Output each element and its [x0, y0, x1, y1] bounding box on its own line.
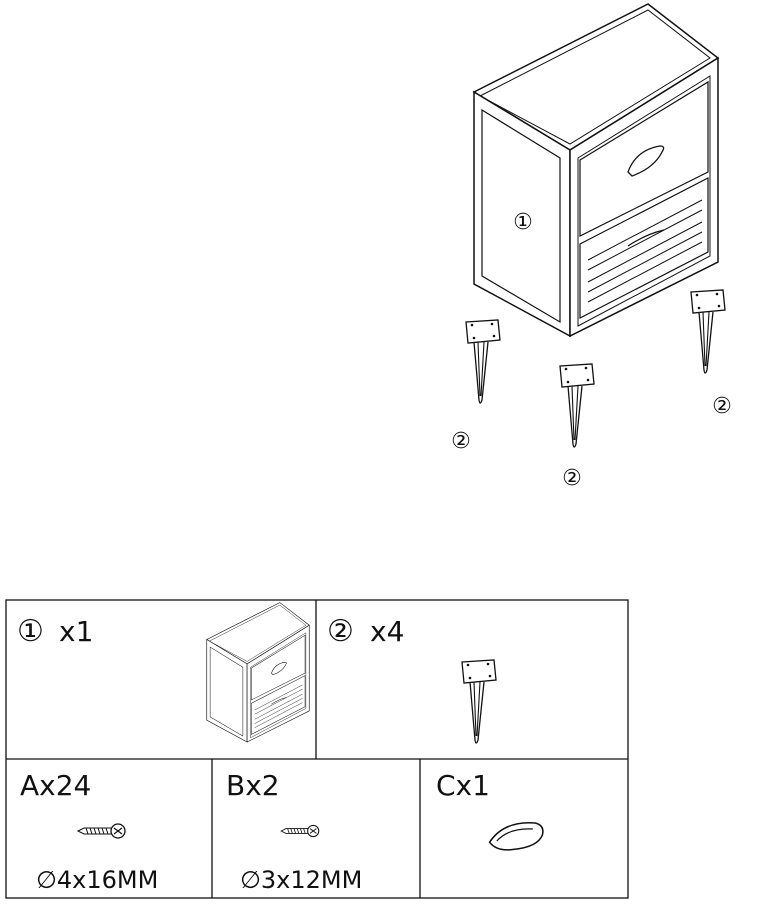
screw-b-icon: [280, 824, 320, 838]
part-number-leg: ②: [327, 614, 354, 649]
cabinet-drawing: [473, 3, 719, 337]
part-qty-cabinet: x1: [59, 615, 93, 648]
part-number-cabinet: ①: [17, 614, 44, 649]
parts-table: [5, 599, 629, 899]
leg-left-drawing: [465, 319, 501, 404]
callout-leg-left: ②: [451, 429, 471, 454]
leg-thumbnail: [461, 659, 497, 744]
cup-handle-icon: [488, 821, 544, 851]
part-qty-leg: x4: [370, 615, 404, 648]
part-label-handle-c: Cx1: [436, 769, 490, 802]
screw-a-icon: [77, 823, 126, 839]
part-cell-handle-c: Cx1: [436, 769, 544, 851]
part-cell-screw-a: Ax24 ∅4x16MM: [20, 769, 158, 894]
leg-middle-drawing: [559, 363, 595, 448]
part-cell-leg: ② x4: [327, 614, 497, 744]
callout-leg-right: ②: [712, 394, 732, 419]
part-size-screw-a: ∅4x16MM: [36, 866, 158, 894]
leg-right-drawing: [690, 289, 726, 374]
callout-cabinet: ①: [513, 210, 533, 235]
part-label-screw-a: Ax24: [20, 769, 91, 802]
part-cell-cabinet: ① x1: [17, 602, 310, 743]
part-size-screw-b: ∅3x12MM: [240, 866, 362, 894]
callout-leg-middle: ②: [562, 466, 582, 491]
part-cell-screw-b: Bx2 ∅3x12MM: [226, 769, 362, 894]
part-label-screw-b: Bx2: [226, 769, 280, 802]
cabinet-thumbnail: [206, 602, 310, 743]
